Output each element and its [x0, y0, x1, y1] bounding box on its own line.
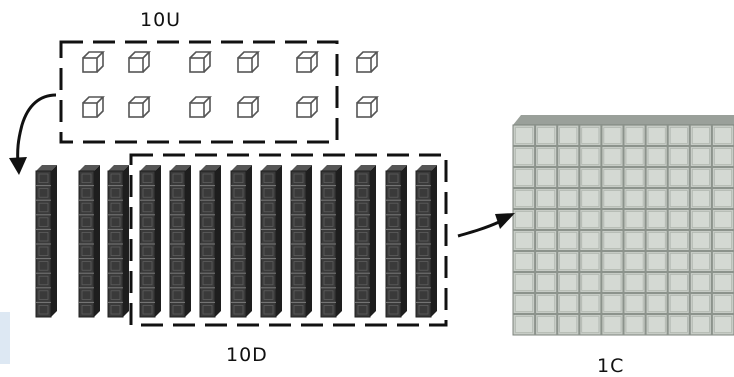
ten-rod-icon — [260, 165, 282, 318]
unit-cube-icon — [128, 51, 151, 73]
left-edge-stripe — [0, 312, 10, 364]
ten-rod-icon — [290, 165, 312, 318]
ten-rod-icon — [230, 165, 252, 318]
tens-label: 10D — [226, 344, 268, 366]
ten-rod-icon — [320, 165, 342, 318]
curved-arrow-icon — [9, 93, 57, 175]
unit-cube-icon — [296, 51, 319, 73]
ten-rod-icon — [354, 165, 376, 318]
tens-group-box — [129, 153, 448, 327]
ten-rod-icon — [139, 165, 161, 318]
hundred-flat-top — [513, 115, 734, 125]
ten-rod-icon — [35, 165, 57, 318]
unit-cube-icon — [356, 96, 379, 118]
ten-rod-icon — [107, 165, 129, 318]
ten-rod-icon — [78, 165, 100, 318]
unit-cube-icon — [356, 51, 379, 73]
hundred-label: 1C — [597, 355, 625, 377]
hundred-flat — [512, 115, 734, 336]
unit-cube-icon — [189, 96, 212, 118]
ten-rod-icon — [385, 165, 407, 318]
unit-cube-icon — [82, 51, 105, 73]
ten-rod-icon — [199, 165, 221, 318]
units-group-box — [59, 40, 339, 144]
unit-cube-icon — [296, 96, 319, 118]
ten-rod-icon — [415, 165, 437, 318]
ten-rod-icon — [169, 165, 191, 318]
units-label: 10U — [140, 9, 182, 31]
unit-cubes — [82, 51, 379, 118]
unit-cube-icon — [189, 51, 212, 73]
unit-cube-icon — [128, 96, 151, 118]
unit-cube-icon — [237, 51, 260, 73]
ten-rods — [35, 165, 437, 318]
unit-cube-icon — [237, 96, 260, 118]
right-arrow-icon — [457, 213, 515, 238]
unit-cube-icon — [82, 96, 105, 118]
